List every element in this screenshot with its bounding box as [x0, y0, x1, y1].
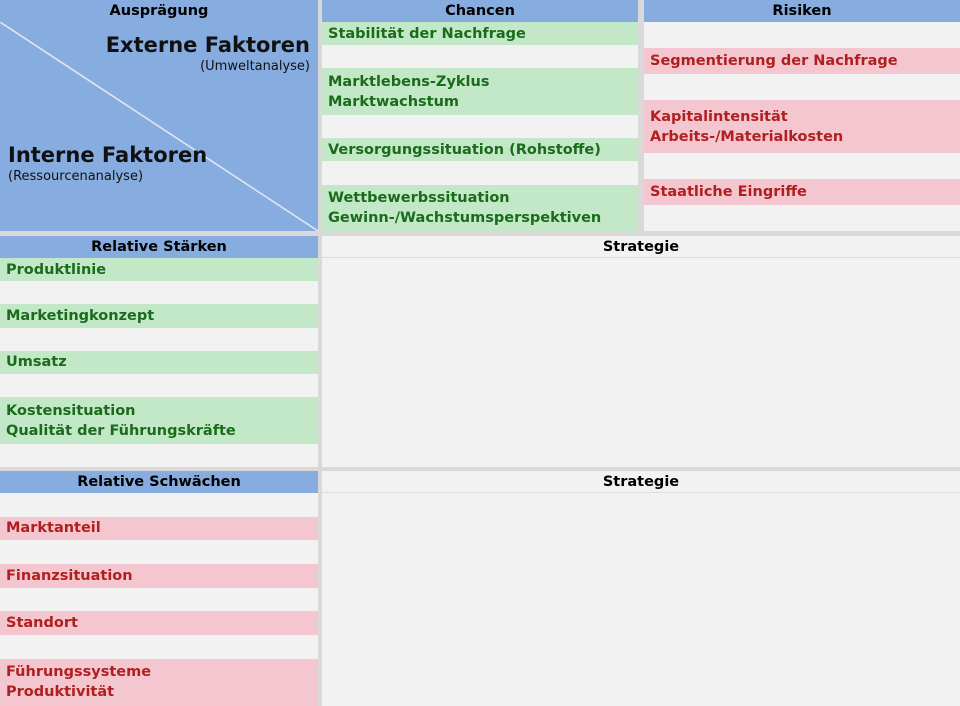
spacer-row	[644, 152, 960, 179]
list-item[interactable]: Segmentierung der Nachfrage	[644, 48, 960, 75]
strategie-so-cell[interactable]	[322, 261, 638, 467]
list-item[interactable]: Finanzsituation	[0, 563, 318, 588]
list-item-line: Marktlebens-Zyklus	[328, 73, 490, 90]
list-item[interactable]: Versorgungssituation (Rohstoffe)	[322, 138, 638, 162]
risiken-header: Risiken	[644, 0, 960, 22]
diagonal-divider-icon	[0, 22, 318, 231]
staerken-header: Relative Stärken	[0, 236, 318, 258]
list-item-line: Marketingkonzept	[6, 308, 155, 325]
list-item[interactable]: Produktlinie	[0, 258, 318, 282]
list-item-line: Qualität der Führungskräfte	[6, 422, 236, 439]
spacer-row	[644, 22, 960, 49]
factors-quadrant: Externe Faktoren (Umweltanalyse) Interne…	[0, 22, 318, 231]
chancen-header: Chancen	[322, 0, 638, 22]
list-item-line: Wettbewerbssituation	[328, 189, 510, 206]
spacer-row	[644, 204, 960, 231]
list-item[interactable]: Stabilität der Nachfrage	[322, 22, 638, 46]
auspraegung-panel: Ausprägung Externe Faktoren (Umweltanaly…	[0, 0, 318, 231]
list-item-line: Staatliche Eingriffe	[650, 183, 807, 200]
spacer-row	[0, 493, 318, 517]
list-item[interactable]: Staatliche Eingriffe	[644, 178, 960, 205]
spacer-row	[0, 443, 318, 467]
list-item-line: Umsatz	[6, 354, 67, 371]
spacer-row	[0, 587, 318, 612]
spacer-row	[0, 374, 318, 398]
list-item-line: Führungssysteme	[6, 664, 152, 681]
strategie-wt-cell[interactable]	[644, 496, 960, 706]
spacer-row	[0, 327, 318, 351]
internal-factors-group: Interne Faktoren (Ressourcenanalyse)	[8, 142, 207, 186]
strategie-bottom-body	[322, 496, 960, 706]
strategie-top-panel: Strategie	[322, 236, 960, 467]
list-item-line: Segmentierung der Nachfrage	[650, 53, 898, 70]
list-item[interactable]: Marketingkonzept	[0, 304, 318, 328]
list-item[interactable]: Standort	[0, 611, 318, 635]
list-item-line: Marktanteil	[6, 520, 101, 537]
list-item-line: Standort	[6, 615, 78, 632]
internal-factors-subtitle: (Ressourcenanalyse)	[8, 169, 144, 184]
list-item-line: Stabilität der Nachfrage	[328, 25, 526, 42]
spacer-row	[0, 634, 318, 659]
strategie-wo-cell[interactable]	[322, 496, 638, 706]
list-item-line: Versorgungssituation (Rohstoffe)	[328, 141, 601, 158]
list-item-line: Gewinn-/Wachstumsperspektiven	[328, 209, 602, 226]
list-item-line: Produktlinie	[6, 261, 107, 278]
strategie-bottom-panel: Strategie	[322, 471, 960, 706]
list-item[interactable]: Marktanteil	[0, 516, 318, 541]
spacer-row	[322, 45, 638, 69]
spacer-row	[644, 74, 960, 101]
list-item-line: Marktwachstum	[328, 93, 460, 110]
spacer-row	[0, 281, 318, 305]
list-item-line: Finanzsituation	[6, 567, 133, 584]
list-item-line: Produktivität	[6, 684, 115, 701]
list-item[interactable]: Umsatz	[0, 350, 318, 375]
strategie-top-header: Strategie	[322, 236, 960, 258]
strategie-top-body	[322, 261, 960, 467]
list-item-line: Kapitalintensität	[650, 108, 788, 125]
list-item-line: Arbeits-/Materialkosten	[650, 128, 844, 145]
spacer-row	[0, 540, 318, 564]
internal-factors-title: Interne Faktoren	[8, 143, 208, 167]
spacer-row	[322, 114, 638, 139]
list-item-line: Kostensituation	[6, 402, 136, 419]
auspraegung-header: Ausprägung	[0, 0, 318, 22]
external-factors-title: Externe Faktoren	[105, 33, 310, 57]
spacer-row	[322, 161, 638, 185]
strategie-st-cell[interactable]	[644, 261, 960, 467]
schwaechen-header: Relative Schwächen	[0, 471, 318, 493]
external-factors-group: Externe Faktoren (Umweltanalyse)	[106, 32, 310, 76]
strategie-bottom-header: Strategie	[322, 471, 960, 493]
external-factors-subtitle: (Umweltanalyse)	[200, 59, 310, 74]
